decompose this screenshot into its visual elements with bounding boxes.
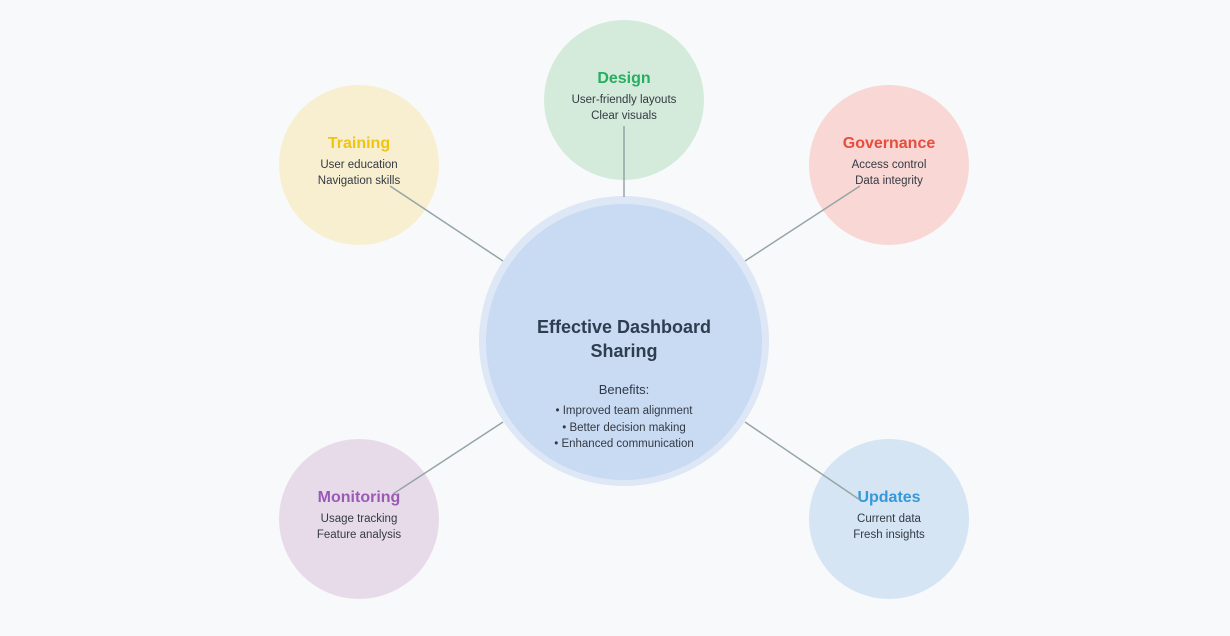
node-line: User-friendly layouts <box>571 94 677 106</box>
benefit-item: • Enhanced communication <box>554 438 694 450</box>
node-title: Governance <box>842 135 936 152</box>
node-line: Usage tracking <box>320 513 398 525</box>
center-node: Effective Dashboard Sharing Benefits: • … <box>486 204 762 480</box>
node-governance: Governance Access control Data integrity <box>809 85 969 245</box>
node-title: Updates <box>857 489 921 506</box>
node-line: Current data <box>857 513 921 525</box>
node-training: Training User education Navigation skill… <box>279 85 439 245</box>
node-line: Fresh insights <box>853 529 925 541</box>
benefits-label: Benefits: <box>598 382 650 397</box>
node-line: User education <box>320 159 398 171</box>
node-line: Access control <box>851 159 927 171</box>
node-design: Design User-friendly layouts Clear visua… <box>544 20 704 180</box>
center-title: Effective Dashboard Sharing <box>536 317 712 361</box>
node-updates: Updates Current data Fresh insights <box>809 439 969 599</box>
node-monitoring: Monitoring Usage tracking Feature analys… <box>279 439 439 599</box>
node-title: Design <box>597 70 651 87</box>
node-title: Training <box>327 135 391 152</box>
benefit-item: • Better decision making <box>562 421 686 434</box>
node-line: Data integrity <box>855 175 923 187</box>
node-line: Clear visuals <box>591 110 657 122</box>
node-line: Navigation skills <box>317 175 401 187</box>
node-title: Monitoring <box>317 489 401 506</box>
benefit-item: • Improved team alignment <box>555 405 693 417</box>
node-line: Feature analysis <box>316 529 402 541</box>
